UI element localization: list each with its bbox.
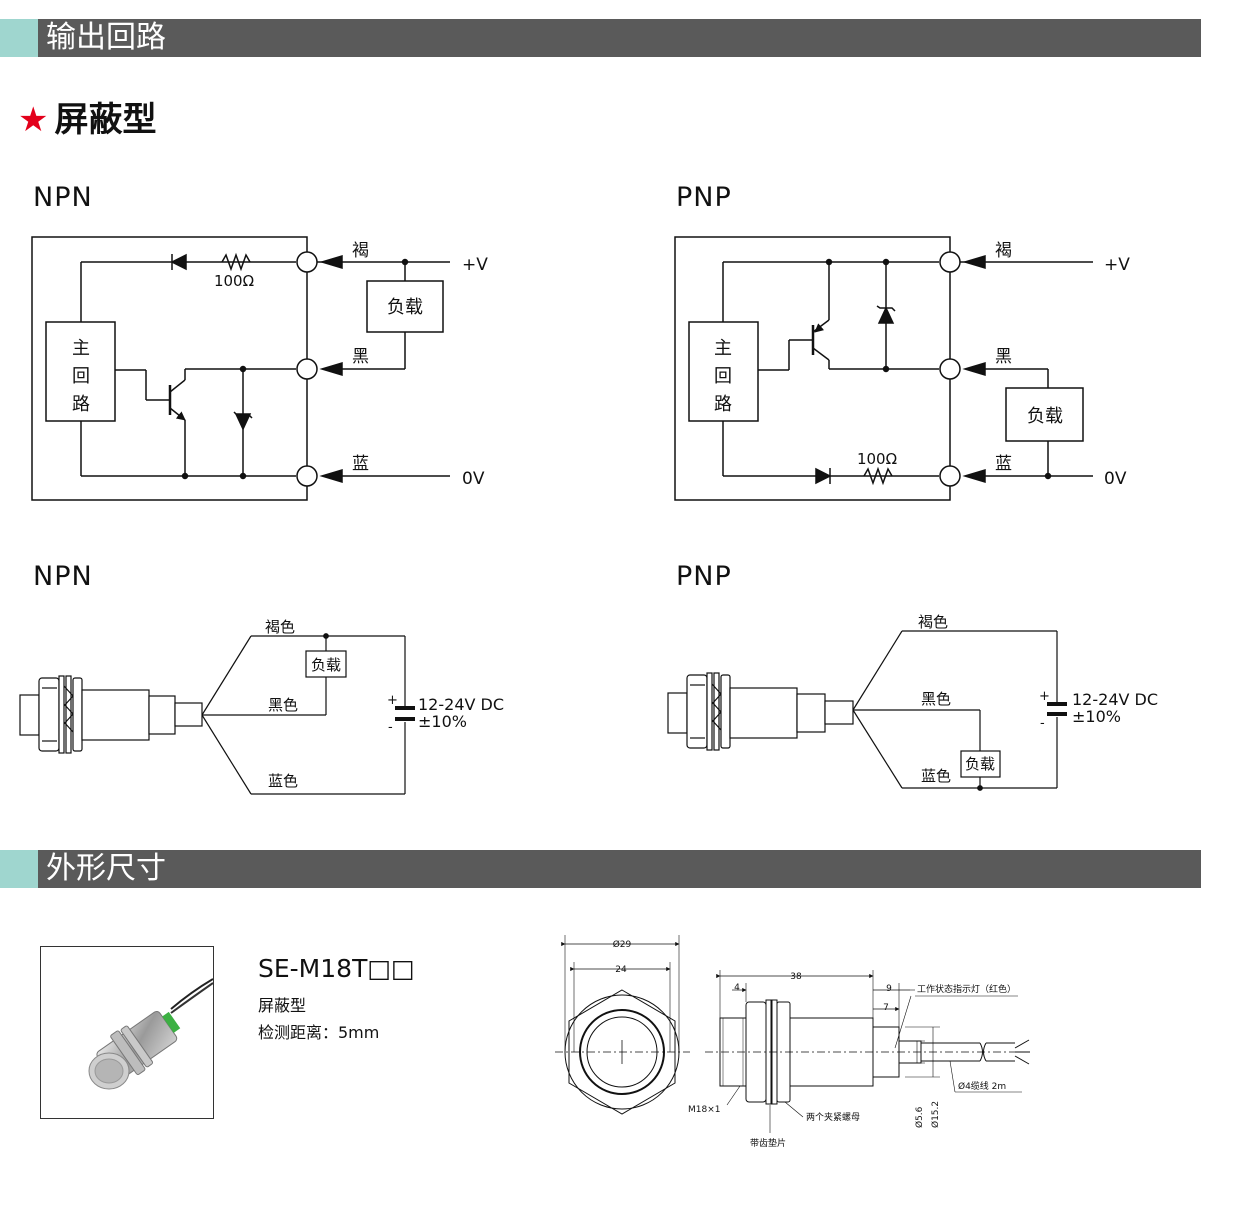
pnp-blue-label: 蓝	[995, 454, 1012, 474]
npn-tolerance: ±10%	[418, 712, 467, 731]
section-title: 输出回路	[46, 20, 166, 55]
npn-resistor-label: 100Ω	[214, 272, 254, 290]
washer-label: 带齿垫片	[750, 1137, 786, 1149]
npn-wiring	[19, 633, 415, 795]
pnp-label-bottom: PNP	[676, 561, 732, 592]
thread-label: M18×1	[688, 1105, 720, 1115]
dimension-drawing	[555, 935, 1030, 1133]
pnp-load-box	[1005, 387, 1084, 442]
npn-blue-wire: 蓝色	[268, 772, 298, 790]
npn-label-top: NPN	[33, 182, 93, 213]
npn-main-3: 路	[72, 394, 90, 415]
pnp-zerov-label: 0V	[1104, 469, 1127, 489]
pnp-supply: 12-24V DC	[1072, 690, 1158, 709]
npn-load-label: 负载	[387, 297, 423, 318]
section-bar-dimensions: 外形尺寸	[0, 850, 1201, 888]
dim-len4: 4	[734, 983, 740, 993]
npn-black-wire: 黑色	[268, 696, 298, 714]
pnp-black-wire: 黑色	[921, 690, 951, 708]
dim-d24: 24	[615, 965, 627, 975]
product-type: 屏蔽型	[258, 996, 307, 1015]
npn-load-wire-label: 负载	[311, 656, 341, 674]
npn-brown-label: 褐	[352, 241, 369, 261]
sensor-image	[88, 978, 214, 1090]
pnp-load-wire-label: 负载	[965, 755, 995, 773]
npn-circuit	[31, 236, 450, 501]
pnp-plus: +	[1039, 689, 1050, 704]
indicator-label: 工作状态指示灯（红色）	[917, 983, 1016, 995]
pnp-main-2: 回	[714, 366, 732, 387]
pnp-resistor-label: 100Ω	[857, 450, 897, 468]
pnp-minus: -	[1040, 716, 1045, 731]
npn-brown-wire: 褐色	[265, 618, 295, 636]
pnp-circuit	[674, 236, 1093, 501]
subheading: ★屏蔽型	[18, 100, 156, 140]
subheading-text: 屏蔽型	[54, 100, 157, 140]
npn-blue-label: 蓝	[352, 454, 369, 474]
pnp-tolerance: ±10%	[1072, 707, 1121, 726]
star-icon: ★	[18, 100, 49, 140]
section-bar-output-circuit: 输出回路	[0, 19, 1201, 57]
npn-main-2: 回	[72, 366, 90, 387]
npn-zerov-label: 0V	[462, 469, 485, 489]
pnp-blue-wire: 蓝色	[921, 767, 951, 785]
pnp-plusv-label: +V	[1104, 255, 1130, 275]
section-accent	[0, 850, 38, 888]
pnp-load-label: 负载	[1027, 406, 1063, 427]
pnp-wiring	[667, 630, 1067, 791]
pnp-brown-wire: 褐色	[918, 613, 948, 631]
nuts-label: 两个夹紧螺母	[806, 1111, 860, 1123]
dim-d29: Ø29	[613, 939, 632, 950]
dim-len7: 7	[883, 1003, 889, 1013]
npn-main-circuit-box	[45, 321, 116, 422]
pnp-black-label: 黑	[995, 347, 1012, 367]
npn-label-bottom: NPN	[33, 561, 93, 592]
pnp-main-3: 路	[714, 394, 732, 415]
npn-diode	[170, 253, 187, 271]
npn-supply: 12-24V DC	[418, 695, 504, 714]
npn-resistor	[221, 252, 251, 272]
npn-main-1: 主	[72, 338, 90, 359]
detection-distance: 检测距离：5mm	[258, 1023, 380, 1042]
dim-d56: Ø5.6	[914, 1106, 925, 1128]
pnp-main-1: 主	[714, 338, 732, 359]
cable-label: Ø4缆线 2m	[958, 1080, 1006, 1092]
dim-d152: Ø15.2	[930, 1101, 941, 1128]
npn-plus: +	[387, 693, 398, 708]
pnp-label-top: PNP	[676, 182, 732, 213]
section-accent	[0, 19, 38, 57]
model-number: SE-M18T□□	[258, 954, 415, 983]
section-title: 外形尺寸	[46, 851, 166, 886]
npn-plusv-label: +V	[462, 255, 488, 275]
dim-len38: 38	[790, 972, 802, 982]
product-photo	[40, 946, 214, 1119]
dim-len9: 9	[886, 984, 892, 994]
npn-minus: -	[388, 720, 393, 735]
pnp-main-circuit-box	[688, 321, 759, 422]
pnp-brown-label: 褐	[995, 241, 1012, 261]
npn-black-label: 黑	[352, 347, 369, 367]
